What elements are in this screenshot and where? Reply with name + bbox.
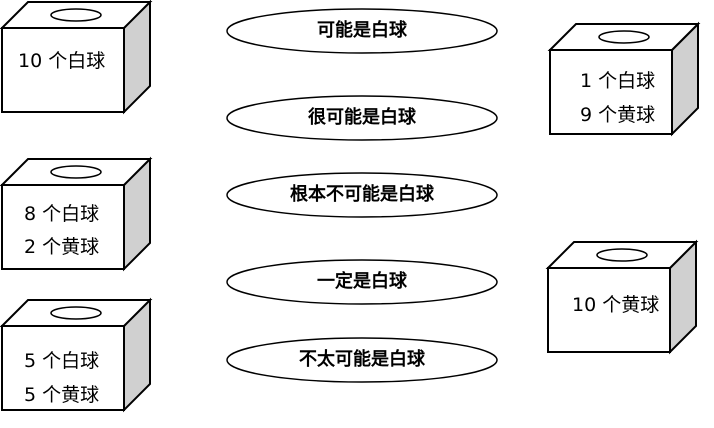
box-2-line-1: 8 个白球	[24, 203, 100, 225]
box-slot	[598, 30, 650, 44]
box-4-line-1: 1 个白球	[580, 70, 656, 92]
box-slot	[50, 306, 102, 320]
box-front	[1, 325, 125, 411]
option-oval-1[interactable]	[226, 8, 498, 54]
option-3[interactable]: 根本不可能是白球	[290, 184, 434, 205]
box-top	[547, 23, 701, 51]
box-top	[545, 241, 699, 269]
option-oval-4[interactable]	[226, 259, 498, 305]
box-slot	[596, 248, 648, 262]
box-front	[547, 267, 671, 353]
ball-box-4	[547, 21, 701, 137]
box-slot	[50, 165, 102, 179]
option-4[interactable]: 一定是白球	[317, 271, 407, 292]
ball-box-5	[545, 239, 699, 355]
ball-box-2	[0, 156, 153, 272]
box-3-line-1: 5 个白球	[24, 350, 100, 372]
option-5[interactable]: 不太可能是白球	[299, 349, 425, 370]
box-1-line-1: 10 个白球	[18, 50, 106, 72]
option-1[interactable]: 可能是白球	[317, 20, 407, 41]
box-top	[0, 299, 153, 327]
ball-box-1	[0, 0, 153, 115]
box-2-line-2: 2 个黄球	[24, 236, 100, 258]
option-oval-3[interactable]	[226, 172, 498, 218]
option-2[interactable]: 很可能是白球	[308, 107, 416, 128]
box-5-line-1: 10 个黄球	[572, 294, 660, 316]
box-front	[1, 27, 125, 113]
ball-box-3	[0, 297, 153, 413]
box-front	[549, 49, 673, 135]
box-slot	[50, 8, 102, 22]
box-3-line-2: 5 个黄球	[24, 384, 100, 406]
box-4-line-2: 9 个黄球	[580, 104, 656, 126]
option-oval-2[interactable]	[226, 95, 498, 141]
box-top	[0, 158, 153, 186]
box-front	[1, 184, 125, 270]
option-oval-5[interactable]	[226, 337, 498, 383]
box-top	[0, 1, 153, 29]
